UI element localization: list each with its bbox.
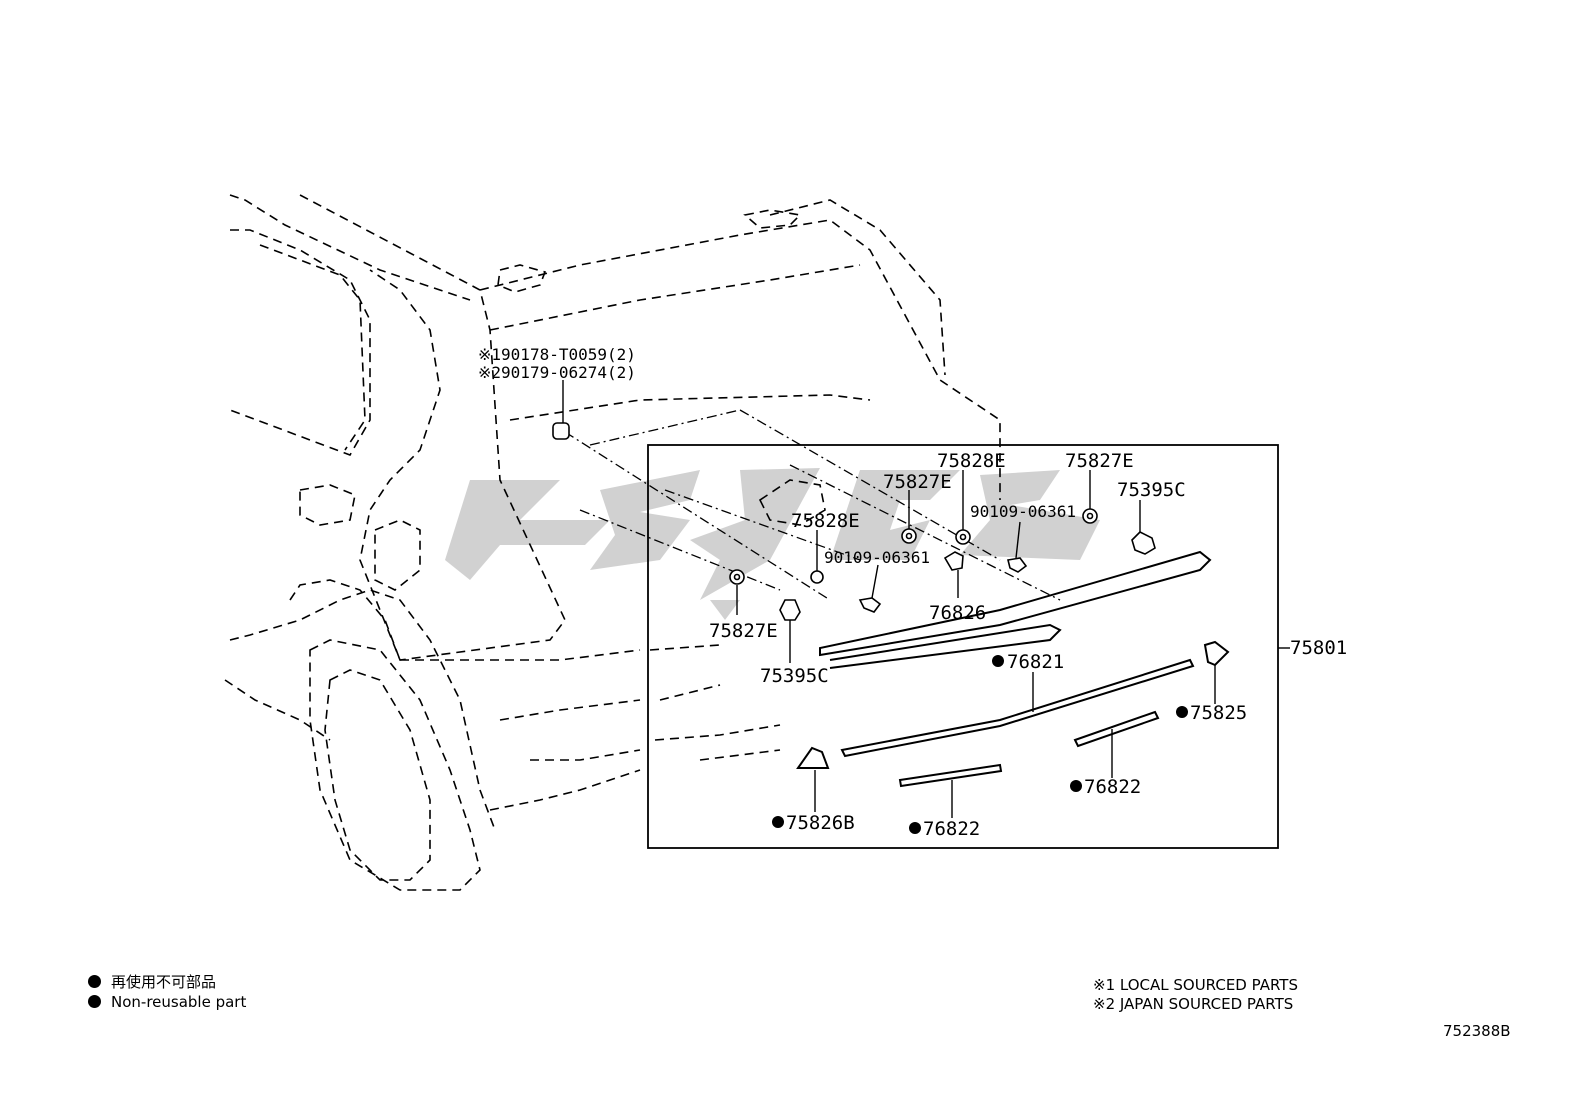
bullet-icon — [88, 975, 101, 988]
diagram-code: 752388B — [1443, 1022, 1511, 1040]
label-75801: 75801 — [1290, 637, 1347, 659]
label-75825: 75825 — [1190, 702, 1247, 724]
label-75826B: 75826B — [786, 812, 855, 834]
strip-76821 — [840, 658, 1195, 758]
label-76822-right: 76822 — [1084, 776, 1141, 798]
vehicle-outline — [224, 194, 1001, 891]
clip-icon — [1131, 531, 1156, 555]
strip-76822-left — [898, 763, 1003, 788]
screw-icon — [858, 597, 882, 613]
clip-icon — [779, 599, 801, 621]
clip-icon — [552, 422, 570, 440]
projection-lines — [564, 409, 1061, 601]
label-76822-bottom: 76822 — [923, 818, 980, 840]
clip-note-1: ※190178-T0059(2) — [478, 345, 636, 364]
leader-lines — [562, 380, 1290, 818]
label-90109-right: 90109-06361 — [970, 502, 1076, 521]
non-reusable-markers — [772, 655, 1188, 834]
clip-note-2: ※290179-06274(2) — [478, 363, 636, 382]
legend-row-en: Non-reusable part — [88, 992, 246, 1012]
label-75827E-mid: 75827E — [883, 471, 952, 493]
legend-text-jp: 再使用不可部品 — [111, 973, 217, 991]
watermark-logo — [445, 468, 1100, 620]
strip-76822-right — [1073, 710, 1160, 748]
label-75395C-bottom: 75395C — [760, 665, 829, 687]
label-76826: 76826 — [929, 602, 986, 624]
fasteners — [552, 422, 1156, 621]
cap-75825 — [1203, 640, 1230, 667]
label-75827E-top: 75827E — [1065, 450, 1134, 472]
legend: 再使用不可部品 Non-reusable part — [88, 972, 246, 1012]
label-75827E-left: 75827E — [709, 620, 778, 642]
bolt-icon — [943, 551, 964, 571]
label-90109-left: 90109-06361 — [824, 548, 930, 567]
cap-75826B — [796, 746, 830, 769]
washer-icon — [810, 570, 824, 584]
legend-text-en: Non-reusable part — [111, 993, 247, 1011]
label-75828E-top: 75828E — [937, 450, 1006, 472]
exploded-view-frame — [647, 444, 1279, 849]
label-75395C-top: 75395C — [1117, 479, 1186, 501]
bullet-icon — [88, 995, 101, 1008]
moulding-strips — [796, 640, 1230, 788]
sourcing-notes: ※1 LOCAL SOURCED PARTS ※2 JAPAN SOURCED … — [1093, 976, 1298, 1014]
screw-icon — [1007, 557, 1028, 573]
rear-spoiler — [819, 550, 1212, 669]
label-75828E-left: 75828E — [791, 510, 860, 532]
legend-row-jp: 再使用不可部品 — [88, 972, 246, 992]
note-local: ※1 LOCAL SOURCED PARTS — [1093, 976, 1298, 994]
note-japan: ※2 JAPAN SOURCED PARTS — [1093, 995, 1294, 1013]
label-76821: 76821 — [1007, 651, 1064, 673]
